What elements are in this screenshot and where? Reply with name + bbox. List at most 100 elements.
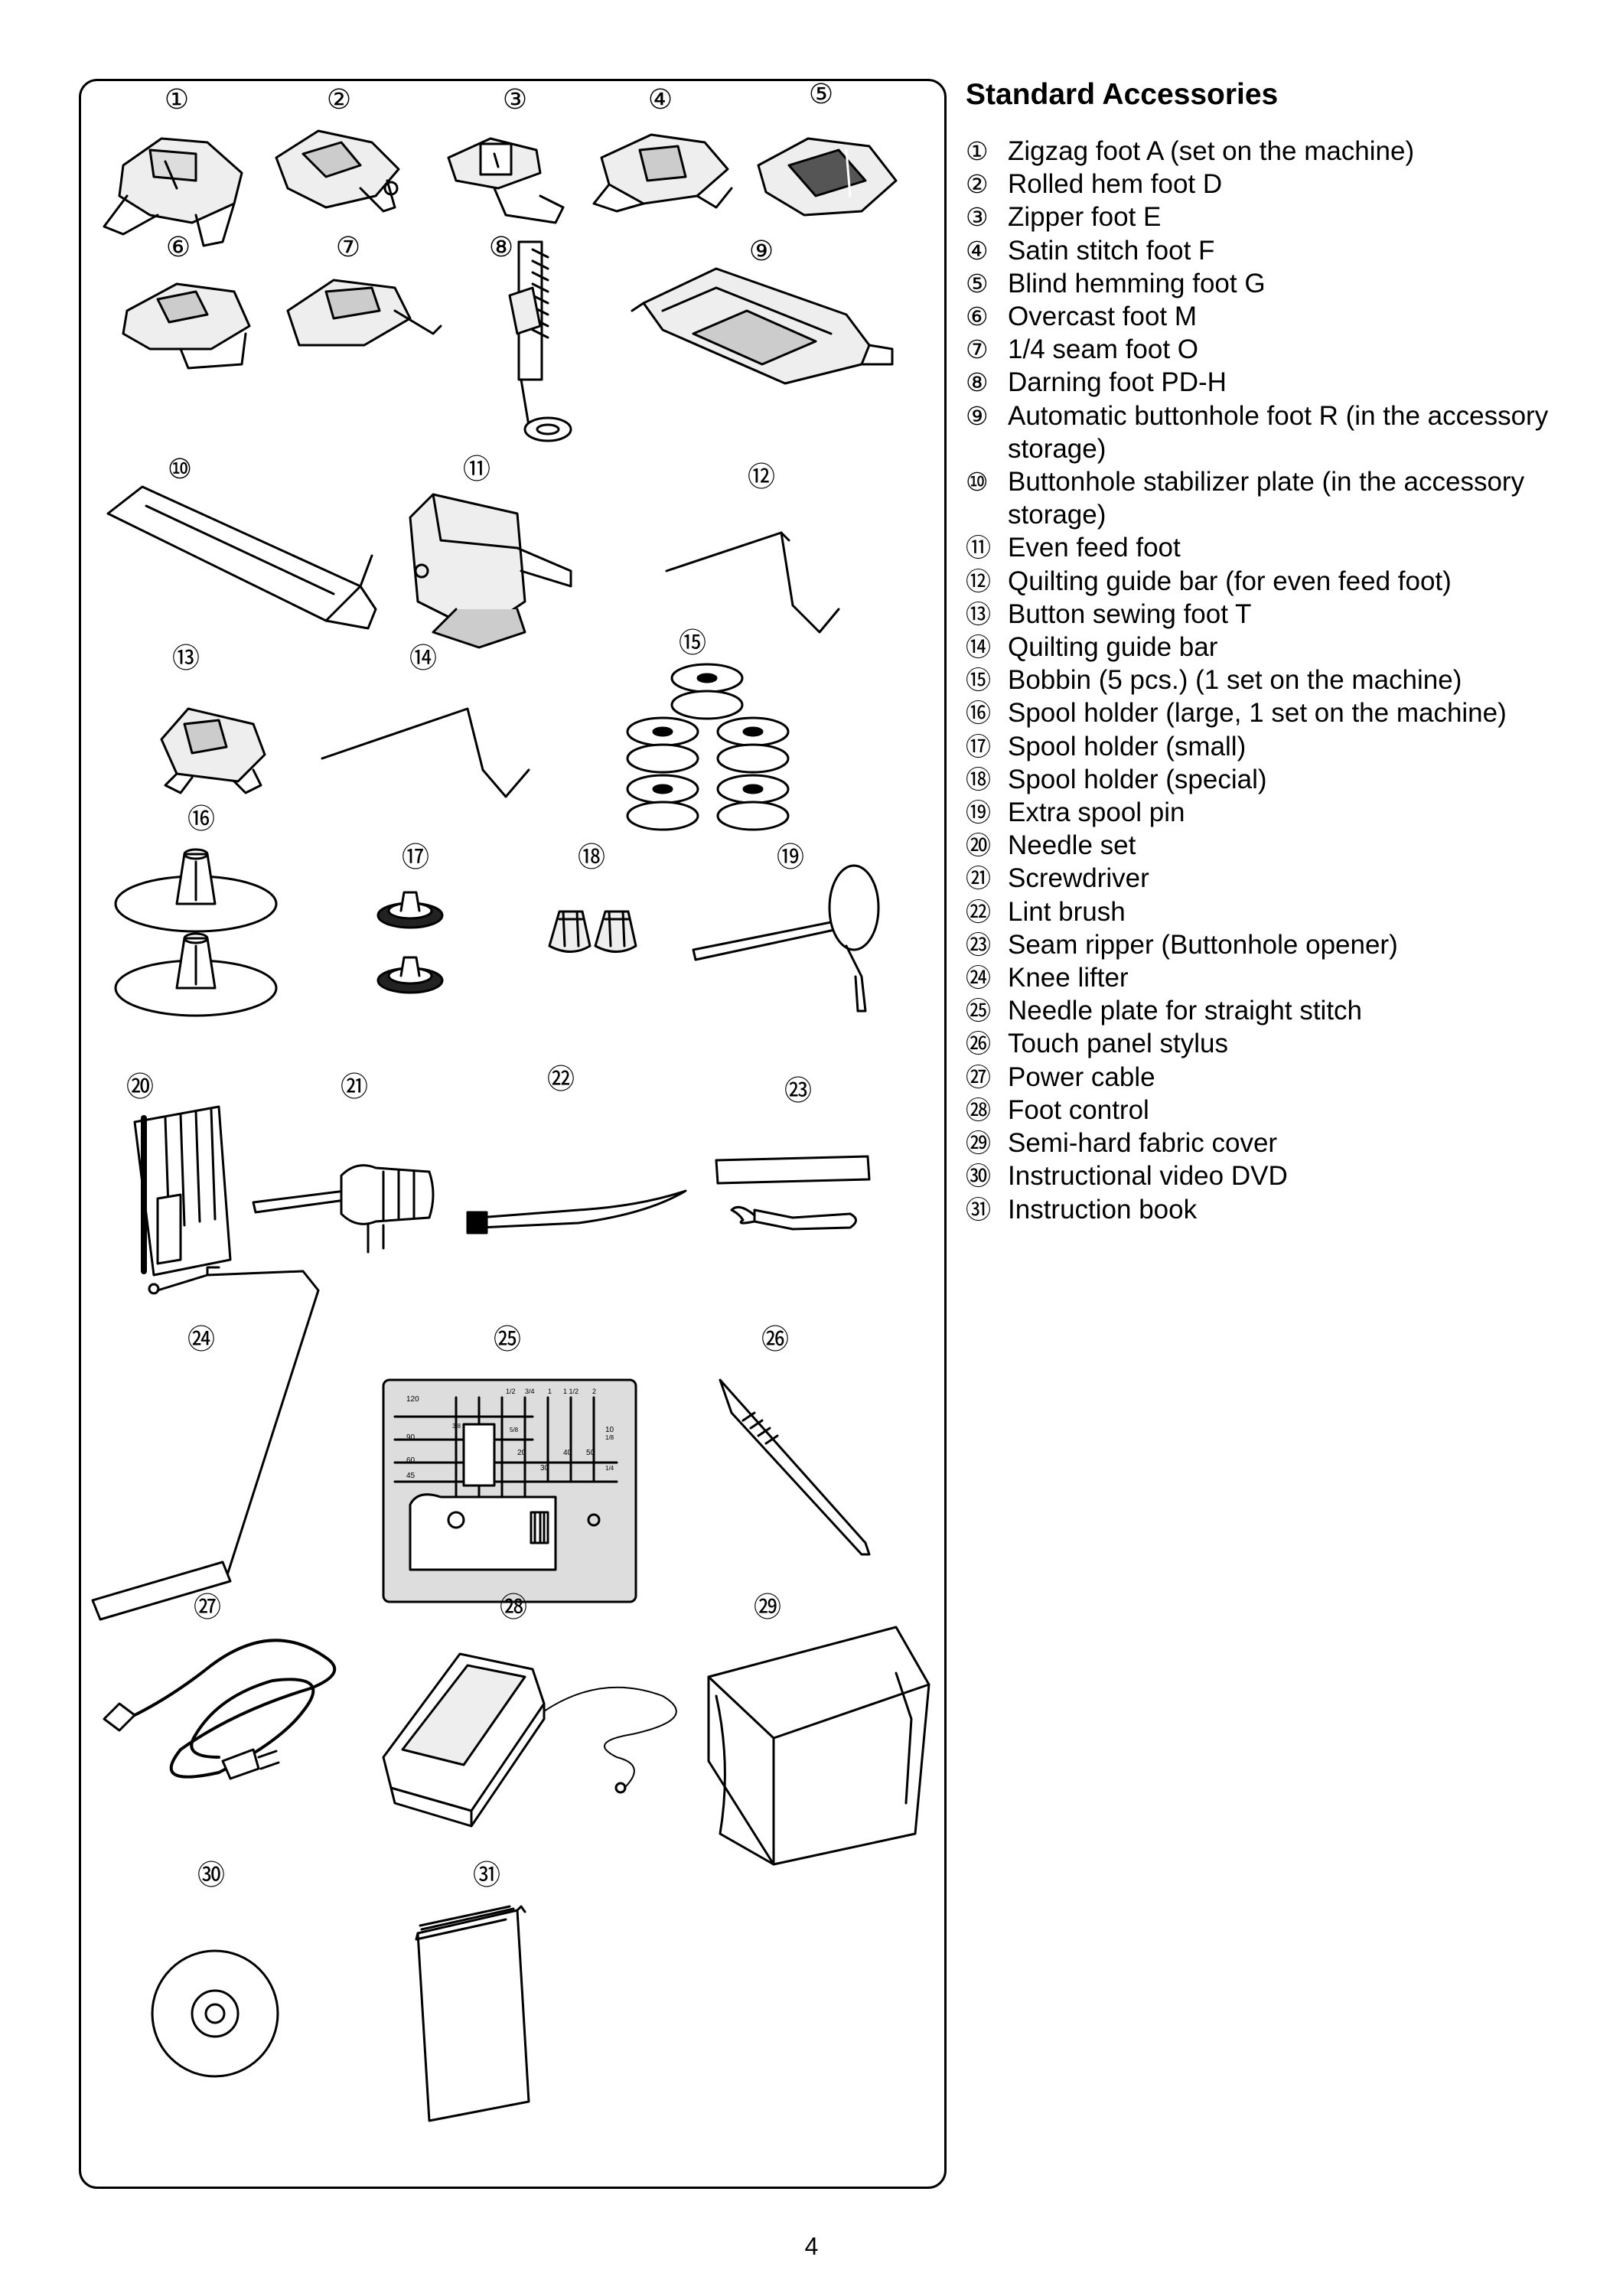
plate-label-2: 2 <box>592 1388 596 1395</box>
quarter-inch-seam-foot-o-icon <box>286 279 442 347</box>
illustration-number-9: ⑨ <box>748 236 774 267</box>
illustration-number-14: ⑭ <box>409 643 438 674</box>
spool-holder-special-icon <box>548 910 637 953</box>
list-item-marker: ㉘ <box>966 1094 991 1125</box>
list-item-label: Quilting guide bar <box>1008 632 1218 663</box>
even-feed-foot-icon <box>409 493 572 649</box>
list-item-label: Zipper foot E <box>1008 202 1162 233</box>
illustration-number-2: ② <box>326 84 352 116</box>
list-item-label: Semi-hard fabric cover <box>1008 1128 1278 1159</box>
illustration-number-27: ㉗ <box>193 1592 222 1623</box>
illustration-number-8: ⑧ <box>488 232 514 263</box>
list-item-marker: ㉚ <box>966 1161 991 1192</box>
illustration-number-3: ③ <box>502 84 528 116</box>
list-item-label: Satin stitch foot F <box>1008 235 1215 266</box>
list-item-label: Rolled hem foot D <box>1008 169 1223 200</box>
list-item-label: Bobbin (5 pcs.) (1 set on the machine) <box>1008 665 1462 696</box>
zipper-foot-e-icon <box>447 137 565 224</box>
list-item-label: Blind hemming foot G <box>1008 268 1266 298</box>
list-item-marker: ⑳ <box>966 830 991 861</box>
list-item-label: Touch panel stylus <box>1008 1029 1228 1059</box>
rolled-hem-foot-d-icon <box>275 129 400 213</box>
bobbins-icon <box>626 663 790 831</box>
list-item-label: Lint brush <box>1008 896 1126 927</box>
list-item-marker: ④ <box>966 235 989 266</box>
list-item-label: Instructional video DVD <box>1008 1161 1288 1192</box>
list-item-label: Even feed foot <box>1008 533 1181 563</box>
list-item-label: Quilting guide bar (for even feed foot) <box>1008 566 1452 596</box>
plate-label-120: 120 <box>406 1395 419 1404</box>
plate-label-1-1-2: 1 1/2 <box>563 1388 578 1395</box>
illustration-number-25: ㉕ <box>493 1324 522 1355</box>
accessories-illustration: 120 90 60 45 20 40 50 30 10 1/8 1/4 3/8 … <box>91 129 930 2122</box>
plate-label-30: 30 <box>540 1464 549 1473</box>
page-number: 4 <box>804 2232 819 2260</box>
overcast-foot-m-icon <box>122 282 251 370</box>
list-item: ⑪ Even feed foot <box>966 531 1616 564</box>
plate-label-40: 40 <box>563 1449 572 1457</box>
list-item-marker: ㉒ <box>966 896 991 927</box>
list-item-marker: ⑥ <box>966 302 989 332</box>
illustration-number-29: ㉙ <box>753 1592 782 1623</box>
extra-spool-pin-icon <box>692 864 880 1013</box>
list-item-label: Zigzag foot A (set on the machine) <box>1008 136 1415 166</box>
list-item-marker: ⑱ <box>966 764 991 794</box>
list-item: ㉚ Instructional video DVD <box>966 1159 1616 1192</box>
plate-label-5-8: 5/8 <box>510 1427 519 1433</box>
illustration-number-24: ㉔ <box>187 1324 216 1355</box>
needle-set-icon <box>133 1105 232 1277</box>
illustration-number-19: ⑲ <box>776 842 805 873</box>
list-item: ㉒ Lint brush <box>966 895 1616 928</box>
list-item-marker: ㉙ <box>966 1128 991 1159</box>
list-item-marker: ㉛ <box>966 1194 991 1225</box>
list-item-label: Spool holder (special) <box>1008 764 1267 794</box>
illustration-number-5: ⑤ <box>808 79 834 110</box>
list-item-label: Screwdriver <box>1008 863 1149 894</box>
list-item-marker: ⑪ <box>966 533 991 563</box>
list-item-marker: ⑫ <box>966 566 991 596</box>
illustration-number-4: ④ <box>647 84 673 116</box>
instruction-book-icon <box>415 1905 530 2122</box>
power-cable-icon <box>103 1639 337 1780</box>
plate-label-10: 10 <box>605 1426 614 1434</box>
list-item: ㉑ Screwdriver <box>966 862 1616 895</box>
button-sewing-foot-t-icon <box>160 707 266 794</box>
list-item-label: Buttonhole stabilizer plate (in the acce… <box>1008 467 1525 530</box>
touch-panel-stylus-icon <box>719 1378 871 1556</box>
list-item-label: Button sewing foot T <box>1008 598 1252 629</box>
plate-label-1-8: 1/8 <box>605 1434 614 1441</box>
plate-label-1: 1 <box>548 1388 552 1395</box>
darning-foot-pd-h-icon <box>508 240 572 442</box>
illustration-number-28: ㉘ <box>499 1592 528 1623</box>
list-item-marker: ② <box>966 169 989 200</box>
list-item-marker: ㉑ <box>966 863 991 894</box>
instructional-video-dvd-icon <box>151 1949 279 2078</box>
quilting-guide-bar-icon <box>321 707 530 798</box>
spool-holder-small-icon <box>376 891 444 994</box>
buttonhole-stabilizer-plate-icon <box>106 485 377 630</box>
list-item-marker: ㉔ <box>966 963 991 993</box>
illustration-number-21: ㉑ <box>340 1071 369 1103</box>
illustration-number-22: ㉒ <box>546 1064 575 1095</box>
accessories-illustration-panel: 120 90 60 45 20 40 50 30 10 1/8 1/4 3/8 … <box>79 79 947 2189</box>
plate-label-3-4: 3/4 <box>525 1388 535 1395</box>
straight-stitch-needle-plate-icon: 120 90 60 45 20 40 50 30 10 1/8 1/4 3/8 … <box>382 1378 637 1603</box>
illustration-number-30: ㉚ <box>197 1860 226 1891</box>
plate-label-1-2: 1/2 <box>506 1388 516 1395</box>
plate-label-90: 90 <box>406 1433 416 1442</box>
spool-holder-large-icon <box>114 848 278 1017</box>
list-item-label: Instruction book <box>1008 1194 1198 1225</box>
illustration-number-18: ⑱ <box>577 842 606 873</box>
list-item: ⑫ Quilting guide bar (for even feed foot) <box>966 565 1616 598</box>
